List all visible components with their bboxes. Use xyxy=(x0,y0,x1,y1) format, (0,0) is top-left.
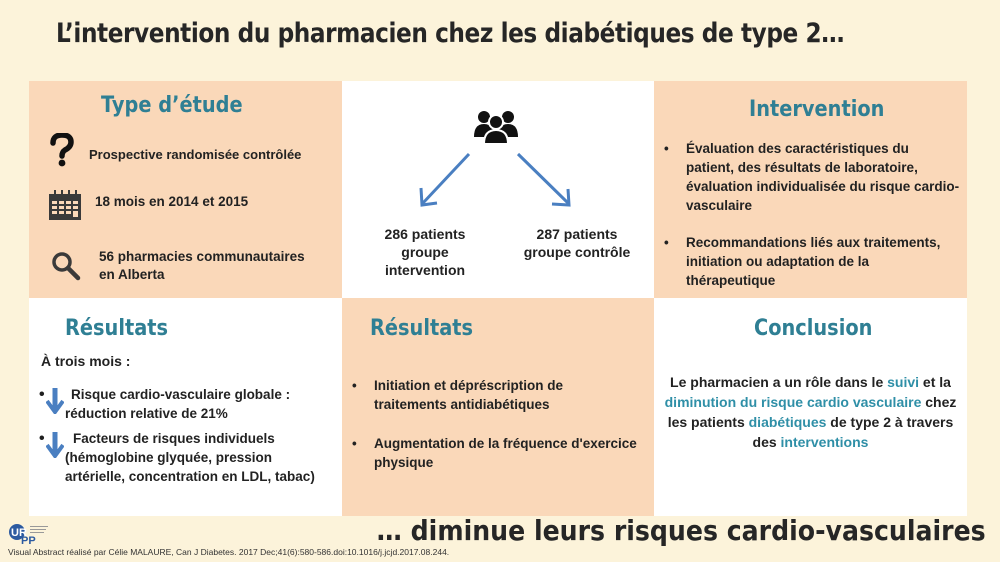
control-group-label: groupe contrôle xyxy=(523,244,631,260)
study-sites-line1: 56 pharmacies communautaires xyxy=(99,249,305,264)
result-item-line: Risque cardio-vasculaire globale : xyxy=(71,387,291,402)
question-mark-icon xyxy=(50,133,74,167)
svg-text:PP: PP xyxy=(21,535,36,545)
study-design-text: Prospective randomisée contrôlée xyxy=(89,147,302,162)
intervention-item: Recommandations liés aux traitements, in… xyxy=(660,233,960,290)
result-item-line: (hémoglobine glyquée, pression xyxy=(65,450,273,465)
conclusion-accent: diminution du risque cardio vasculaire xyxy=(664,394,922,410)
intervention-group: 286 patients groupe intervention xyxy=(360,225,490,279)
conclusion-part: de type 2 à travers des xyxy=(752,414,954,450)
result-item: Augmentation de la fréquence d'exercice … xyxy=(348,434,638,472)
results-left-heading: Résultats xyxy=(65,316,169,341)
intervention-list: Évaluation des caractéristiques du patie… xyxy=(660,139,960,290)
svg-text:UR: UR xyxy=(11,527,27,539)
intervention-panel: Intervention Évaluation des caractéristi… xyxy=(654,81,967,298)
conclusion-part: et la xyxy=(919,374,951,390)
study-sites-text: 56 pharmacies communautaires en Alberta xyxy=(99,248,305,284)
down-arrow-icon xyxy=(46,388,64,414)
page-title: L’intervention du pharmacien chez les di… xyxy=(56,18,845,49)
calendar-icon xyxy=(49,190,81,220)
result-item-line: réduction relative de 21% xyxy=(65,406,228,421)
conclusion-heading: Conclusion xyxy=(754,316,873,341)
conclusion-part: chez les patients xyxy=(667,394,957,430)
citation: Visual Abstract réalisé par Célie MALAUR… xyxy=(8,547,450,557)
result-item-line: Facteurs de risques individuels xyxy=(73,431,275,446)
arrow-right-icon xyxy=(516,152,571,207)
intervention-group-label: groupe intervention xyxy=(384,244,466,278)
bullet: • xyxy=(39,386,45,403)
bullet: • xyxy=(39,430,45,447)
bottom-title: … diminue leurs risques cardio-vasculair… xyxy=(376,514,986,547)
results-middle-panel: Résultats Initiation et dépréscription d… xyxy=(342,298,654,516)
conclusion-part: Le pharmacien a un rôle dans le xyxy=(670,374,888,390)
conclusion-accent: interventions xyxy=(780,434,869,450)
search-icon xyxy=(52,252,81,281)
group-of-people-icon xyxy=(474,111,518,145)
conclusion-accent: diabétiques xyxy=(748,414,827,430)
intervention-group-count: 286 patients xyxy=(384,226,466,242)
study-type-panel: Type d’étude Prospective randomisée cont… xyxy=(29,81,342,298)
study-sites-line2: en Alberta xyxy=(99,267,165,282)
study-type-heading: Type d’étude xyxy=(101,93,243,118)
results-middle-list: Initiation et dépréscription de traiteme… xyxy=(348,376,638,472)
results-timepoint: À trois mois : xyxy=(41,353,131,369)
study-duration-text: 18 mois en 2014 et 2015 xyxy=(95,194,249,209)
control-group: 287 patients groupe contrôle xyxy=(512,225,642,261)
results-middle-heading: Résultats xyxy=(370,316,474,341)
control-group-count: 287 patients xyxy=(536,226,618,242)
result-item: Initiation et dépréscription de traiteme… xyxy=(348,376,638,414)
intervention-heading: Intervention xyxy=(749,97,885,122)
results-left-panel: Résultats À trois mois : • Risque cardio… xyxy=(29,298,342,516)
urpp-logo: UR PP xyxy=(8,523,50,547)
intervention-item: Évaluation des caractéristiques du patie… xyxy=(660,139,960,215)
conclusion-panel: Conclusion Le pharmacien a un rôle dans … xyxy=(654,298,967,516)
population-panel: 286 patients groupe intervention 287 pat… xyxy=(342,81,654,298)
conclusion-accent: suivi xyxy=(887,374,920,390)
arrow-left-icon xyxy=(419,152,471,207)
down-arrow-icon xyxy=(46,432,64,458)
conclusion-text: Le pharmacien a un rôle dans le suivi et… xyxy=(664,372,957,452)
result-item-line: artérielle, concentration en LDL, tabac) xyxy=(65,469,315,484)
